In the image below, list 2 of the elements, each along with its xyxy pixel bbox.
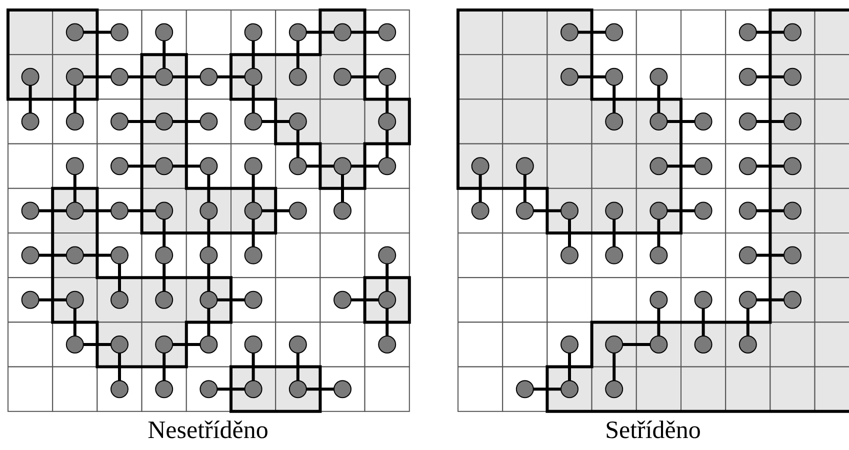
panel-caption: Setříděno xyxy=(605,416,701,446)
panel-caption: Nesetříděno xyxy=(148,416,268,446)
